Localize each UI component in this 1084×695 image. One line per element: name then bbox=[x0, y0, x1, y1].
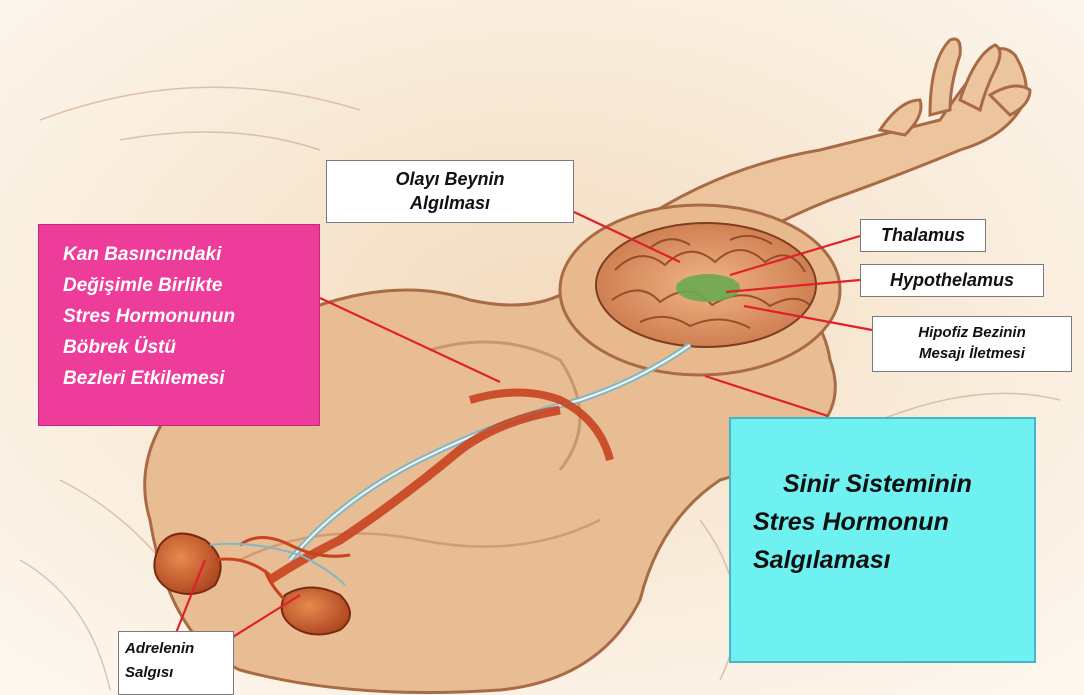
label-kan-line-1: Kan Basıncındaki bbox=[63, 239, 319, 270]
label-kan-line-2: Değişimle Birlikte bbox=[63, 270, 319, 301]
label-kan-line-5: Bezleri Etkilemesi bbox=[63, 363, 319, 394]
hypothalamus-region bbox=[676, 274, 740, 302]
label-hipofiz: Hipofiz Bezinin Mesajı İletmesi bbox=[872, 316, 1072, 372]
label-olayi-line-2: Algılması bbox=[327, 191, 573, 215]
label-adre-line-2: Salgısı bbox=[125, 661, 233, 685]
label-kan-line-4: Böbrek Üstü bbox=[63, 332, 319, 363]
label-sinir-line-1: Sinir Sisteminin bbox=[753, 465, 1034, 503]
label-kan-basinci: Kan Basıncındaki Değişimle Birlikte Stre… bbox=[38, 224, 320, 426]
label-adre-line-1: Adrelenin bbox=[125, 637, 233, 661]
label-kan-line-3: Stres Hormonunun bbox=[63, 301, 319, 332]
label-sinir-sistemi: Sinir Sisteminin Stres Hormonun Salgılam… bbox=[729, 417, 1036, 663]
label-olayi-beynin-algilamasi: Olayı Beynin Algılması bbox=[326, 160, 574, 223]
label-hypothalamus: Hypothelamus bbox=[860, 264, 1044, 297]
label-olayi-line-1: Olayı Beynin bbox=[327, 167, 573, 191]
label-hipofiz-line-1: Hipofiz Bezinin bbox=[873, 322, 1071, 343]
label-hipofiz-line-2: Mesajı İletmesi bbox=[873, 343, 1071, 364]
label-sinir-line-2: Stres Hormonun bbox=[753, 503, 1034, 541]
label-adrenalin-salgisi: Adrelenin Salgısı bbox=[118, 631, 234, 695]
label-thalamus: Thalamus bbox=[860, 219, 986, 252]
label-sinir-line-3: Salgılaması bbox=[753, 541, 1034, 579]
